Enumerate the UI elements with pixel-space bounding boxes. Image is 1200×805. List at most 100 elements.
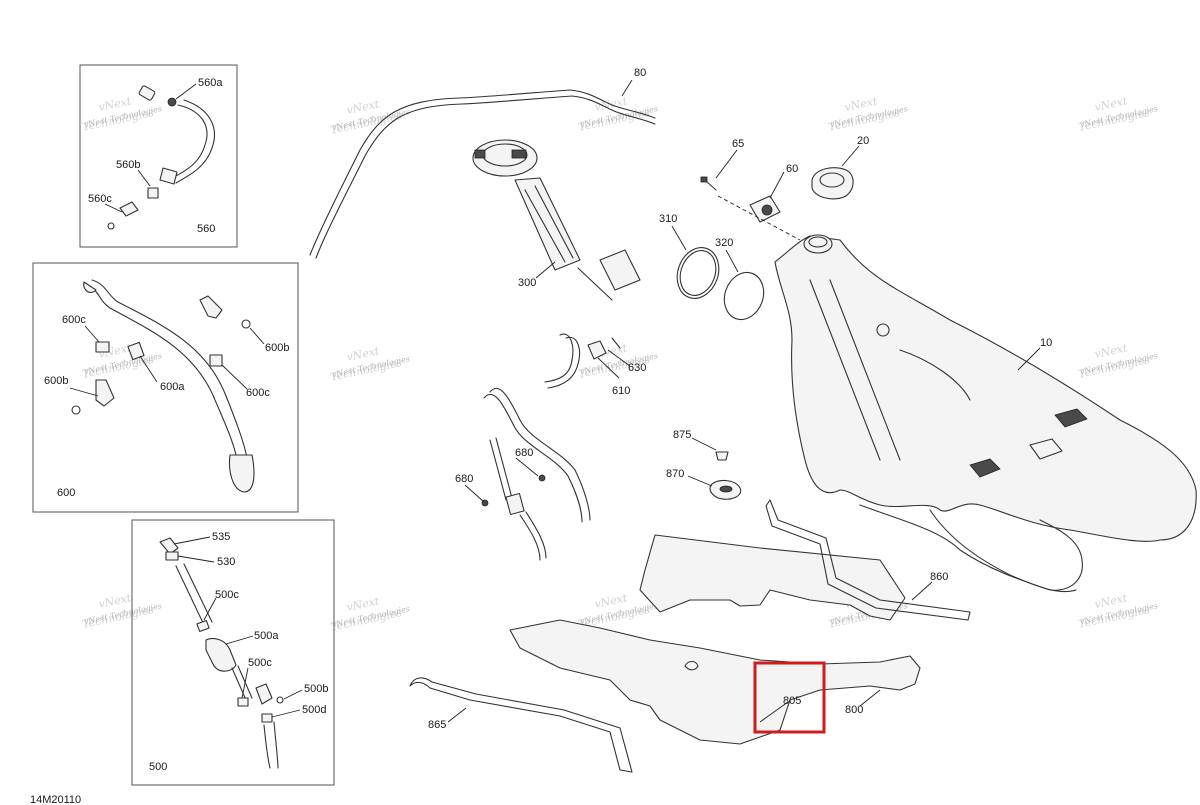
callout-600b-right: 600b [265,342,289,354]
clamp-500d [261,713,273,723]
hose-680-left [489,437,513,501]
clamp-500c-lower [237,697,249,707]
elbow-600b-left [95,379,115,407]
box-600 [32,262,299,513]
callout-560a: 560a [198,77,223,89]
watermark: vNext Technologies vNext Technologies [577,94,659,134]
callout-610: 610 [612,385,630,397]
callout-560b: 560b [116,159,140,171]
callout-680-left: 680 [455,473,473,485]
oring-600b-left [71,405,81,415]
elbow-500b [255,683,273,705]
box-560 [79,64,238,248]
pump-body [514,177,581,271]
callout-600b-left: 600b [44,375,68,387]
callout-865: 865 [428,719,446,731]
bracket-865 [409,677,633,773]
fitting-535 [159,537,179,555]
fuel-cap-20 [811,167,854,200]
clamp-560b-sleeve [159,167,178,185]
callout-80: 80 [634,67,646,79]
watermark: vNext Technologies vNext Technologies [81,591,163,631]
hose-610-lower [489,387,591,521]
hose-500 [175,563,213,626]
callout-630: 630 [628,362,646,374]
seals: 310 320 [659,213,765,321]
fuel-pump-300: 300 [472,139,641,301]
watermark: vNext Technologies vNext Technologies [329,344,411,384]
elbow-600b-right [199,295,223,319]
watermark: vNext Technologies vNext Technologies [1077,591,1159,631]
tank-mount-right [1054,408,1088,428]
watermark: vNext Technologies vNext Technologies [827,94,909,134]
pump-float [599,249,641,291]
grommet-875 [715,451,729,461]
callout-800: 800 [845,704,863,716]
callout-320: 320 [715,237,733,249]
clamp-500c-upper [196,619,210,633]
box-500 [131,519,335,786]
callout-870: 870 [666,468,684,480]
callout-65: 65 [732,138,744,150]
callout-535: 535 [212,531,230,543]
callout-560: 560 [197,223,215,235]
lower-shields: 860 865 800 805 [409,499,971,773]
callout-10: 10 [1040,337,1052,349]
callout-20: 20 [857,135,869,147]
seal-320 [723,271,765,321]
callout-500d: 500d [302,704,326,716]
callout-300: 300 [518,277,536,289]
callout-530: 530 [217,556,235,568]
hose-end-600 [228,454,255,493]
bracket-860 [765,499,971,621]
grommets: 875 870 [666,429,742,500]
tank-neck [803,234,833,254]
clamp-600c-left [95,341,110,353]
callout-600: 600 [57,487,75,499]
hose-610-upper [544,333,574,383]
highlight-805 [753,661,826,734]
callout-560c: 560c [88,193,112,205]
watermark: vNext Technologies vNext Technologies [329,97,411,137]
screw-65 [705,180,717,191]
clamp-530 [165,551,179,561]
callout-500c-upper: 500c [215,589,239,601]
filter-500a [205,637,237,672]
clamp-560b [147,187,159,199]
pump-flange [472,139,538,177]
callout-805: 805 [783,695,801,707]
callout-680-right: 680 [515,447,533,459]
callout-860: 860 [930,571,948,583]
clamp-560a [167,97,177,107]
fuel-tank-10: 10 [774,234,1197,593]
hoses-center: 610 630 680 680 [455,333,646,561]
watermark: vNext Technologies vNext Technologies [1077,341,1159,381]
shield-805 [639,534,906,621]
oring-500b [276,696,284,704]
callout-875: 875 [673,429,691,441]
diagram-code: 14M20110 [30,794,81,805]
watermark: vNext Technologies vNext Technologies [329,594,411,634]
filter-680 [505,492,525,516]
cap-and-valve: 65 60 20 [700,135,869,241]
elbow-560c [119,201,139,217]
callout-500b: 500b [304,683,328,695]
assembly-500: 535 530 500c 500a 500c 500b 500d 500 [149,531,328,773]
hose-500-bottom [263,721,279,769]
tank-mount-left [969,458,1001,478]
callout-60: 60 [786,163,798,175]
watermark: vNext Technologies vNext Technologies [1077,94,1159,134]
clamp-600c-right [209,354,223,367]
assembly-560: 560a 560b 560c 560 [88,77,223,235]
callout-600c-right: 600c [246,387,270,399]
vent-tube-80: 80 [309,67,656,259]
watermark: vNext Technologies vNext Technologies [577,341,659,381]
ring-310 [676,247,720,299]
callout-600a: 600a [160,381,185,393]
assembly-600: 600c 600a 600b 600c 600b 600 [44,279,289,499]
callout-500: 500 [149,761,167,773]
oring-600b-right [241,319,251,329]
watermark: vNext Technologies vNext Technologies [81,341,163,381]
hose-560 [171,99,216,184]
